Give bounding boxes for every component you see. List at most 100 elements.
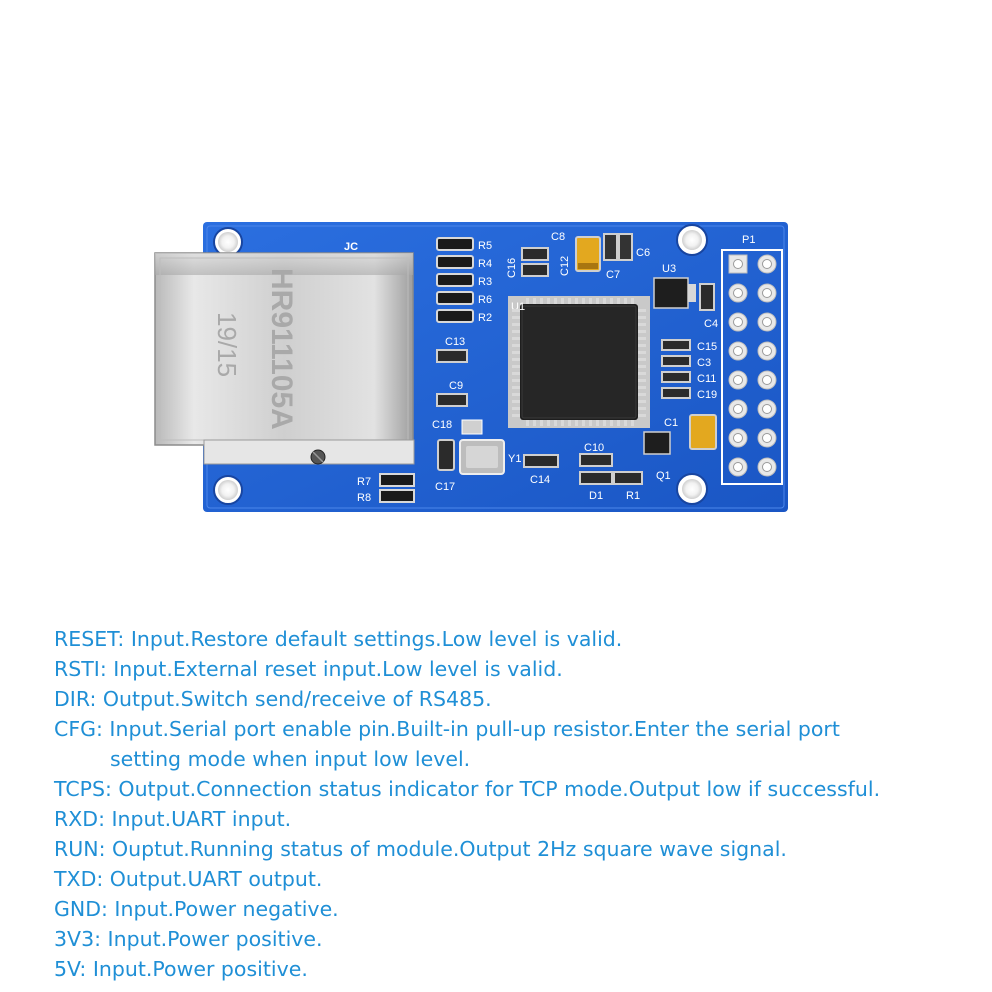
chip-pin	[554, 420, 557, 426]
left-capacitors: C13 C9 C18 C17	[432, 336, 468, 493]
label-y1: Y1	[508, 453, 521, 465]
chip-pin	[638, 365, 646, 368]
chip-pin	[512, 344, 520, 347]
label-r8: R8	[357, 492, 371, 504]
chip-pin	[589, 298, 592, 304]
main-chip: U1	[508, 296, 650, 428]
chip-pin	[638, 323, 646, 326]
mounting-holes	[213, 224, 708, 505]
pin-desc-reset: RESET: Input.Restore default settings.Lo…	[54, 627, 623, 651]
chip-pin	[561, 298, 564, 304]
chip-pin	[512, 337, 520, 340]
bottom-left-resistors: R7 R8	[357, 473, 415, 504]
chip-pin	[512, 386, 520, 389]
chip-pin	[526, 420, 529, 426]
chip-pin	[582, 298, 585, 304]
chip-pin	[638, 414, 646, 417]
chip-pin	[512, 316, 520, 319]
header-pin-hole	[733, 433, 743, 443]
pin-desc-3v3: 3V3: Input.Power positive.	[54, 927, 323, 951]
chip-pin	[603, 298, 606, 304]
label-r2: R2	[478, 312, 492, 324]
chip-pin	[547, 298, 550, 304]
label-c16: C16	[506, 258, 518, 278]
label-c15: C15	[697, 341, 717, 353]
label-c19: C19	[697, 389, 717, 401]
chip-pin	[610, 420, 613, 426]
pin-description-list: RESET: Input.Restore default settings.Lo…	[54, 624, 984, 984]
chip-pin	[512, 330, 520, 333]
chip-pin	[638, 316, 646, 319]
chip-pin	[547, 420, 550, 426]
chip-pin	[638, 379, 646, 382]
chip-pin	[512, 400, 520, 403]
label-r1: R1	[626, 490, 640, 502]
header-pin-hole	[733, 259, 743, 269]
chip-pin	[631, 298, 634, 304]
chip-pin	[512, 393, 520, 396]
header-pin-hole	[762, 404, 772, 414]
pin-desc-5v: 5V: Input.Power positive.	[54, 957, 308, 981]
pin-desc-tcps: TCPS: Output.Connection status indicator…	[54, 777, 881, 801]
chip-pin	[533, 298, 536, 304]
header-pin-hole	[733, 288, 743, 298]
header-pin-hole	[733, 375, 743, 385]
jack-date-text: 19/15	[212, 312, 242, 377]
chip-pin	[596, 420, 599, 426]
chip-pin	[638, 386, 646, 389]
chip-pin	[624, 420, 627, 426]
label-c9: C9	[449, 380, 463, 392]
header-pin-hole	[733, 317, 743, 327]
label-c1: C1	[664, 417, 678, 429]
top-capacitors: C8 C16 C12 C7 C6	[506, 231, 650, 281]
header-pin-hole	[762, 462, 772, 472]
label-c13: C13	[445, 336, 465, 348]
label-r6: R6	[478, 294, 492, 306]
header-pin-hole	[762, 259, 772, 269]
label-c8: C8	[551, 231, 565, 243]
label-r3: R3	[478, 276, 492, 288]
header-pin-hole	[762, 375, 772, 385]
right-capacitors: C15 C3 C11 C19	[661, 339, 717, 401]
chip-pin	[589, 420, 592, 426]
chip-pin	[638, 407, 646, 410]
label-r7: R7	[357, 476, 371, 488]
chip-pin	[512, 309, 520, 312]
chip-pin	[575, 420, 578, 426]
pin-desc-rxd: RXD: Input.UART input.	[54, 807, 292, 831]
board-photo: JC HR911105A 19/15 R5 R4 R3 R6 R2 C8 C16…	[154, 222, 788, 512]
label-d1: D1	[589, 490, 603, 502]
chip-pin	[610, 298, 613, 304]
label-c14: C14	[530, 474, 550, 486]
pin-desc-rsti: RSTI: Input.External reset input.Low lev…	[54, 657, 563, 681]
label-c18: C18	[432, 419, 452, 431]
chip-pin	[638, 358, 646, 361]
ethernet-jack: HR911105A 19/15	[154, 252, 415, 465]
label-q1: Q1	[656, 470, 671, 482]
chip-pin	[512, 365, 520, 368]
chip-pin	[638, 330, 646, 333]
chip-pin	[638, 337, 646, 340]
chip-pin	[512, 407, 520, 410]
chip-pin	[512, 372, 520, 375]
chip-pin	[512, 358, 520, 361]
chip-pin	[526, 298, 529, 304]
label-c7: C7	[606, 269, 620, 281]
pin-desc-txd: TXD: Output.UART output.	[54, 867, 323, 891]
chip-pin	[512, 323, 520, 326]
chip-pin	[638, 351, 646, 354]
header-pin-hole	[762, 288, 772, 298]
chip-pin	[540, 420, 543, 426]
resistor-array: R5 R4 R3 R6 R2	[436, 237, 492, 324]
pin-desc-dir: DIR: Output.Switch send/receive of RS485…	[54, 687, 492, 711]
chip-pin	[512, 414, 520, 417]
chip-pin	[568, 298, 571, 304]
label-p1: P1	[742, 234, 755, 246]
header-pin-hole	[733, 462, 743, 472]
pin-desc-cfg-continued: setting mode when input low level.	[110, 747, 471, 771]
label-r5: R5	[478, 240, 492, 252]
header-pin-hole	[762, 346, 772, 356]
label-c12: C12	[559, 256, 571, 276]
header-pin-hole	[733, 346, 743, 356]
chip-pin	[624, 298, 627, 304]
